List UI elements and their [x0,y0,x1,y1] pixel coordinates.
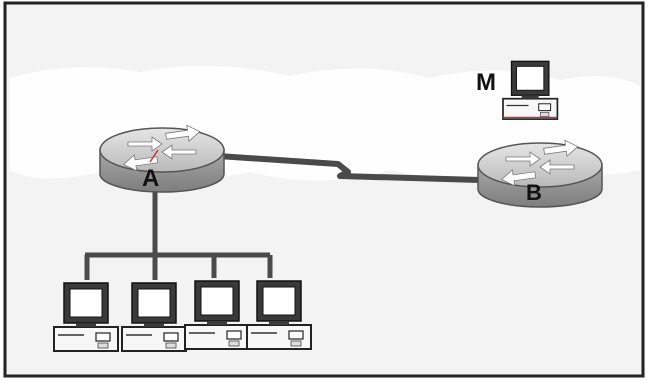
host-m-label: M [476,69,496,96]
wan-link [217,153,481,183]
router-a-label: A [142,165,159,192]
router-b-label: B [526,180,542,205]
router-a-accent-icon [149,149,159,163]
router-a-icon [99,122,225,193]
lan-pc-4-icon [246,280,312,350]
lan-pc-2-icon [121,282,187,352]
lan-pc-1-icon [53,282,119,352]
host-m-icon [502,60,559,120]
lan-pc-3-icon [184,280,250,350]
lan-drops [84,255,273,280]
